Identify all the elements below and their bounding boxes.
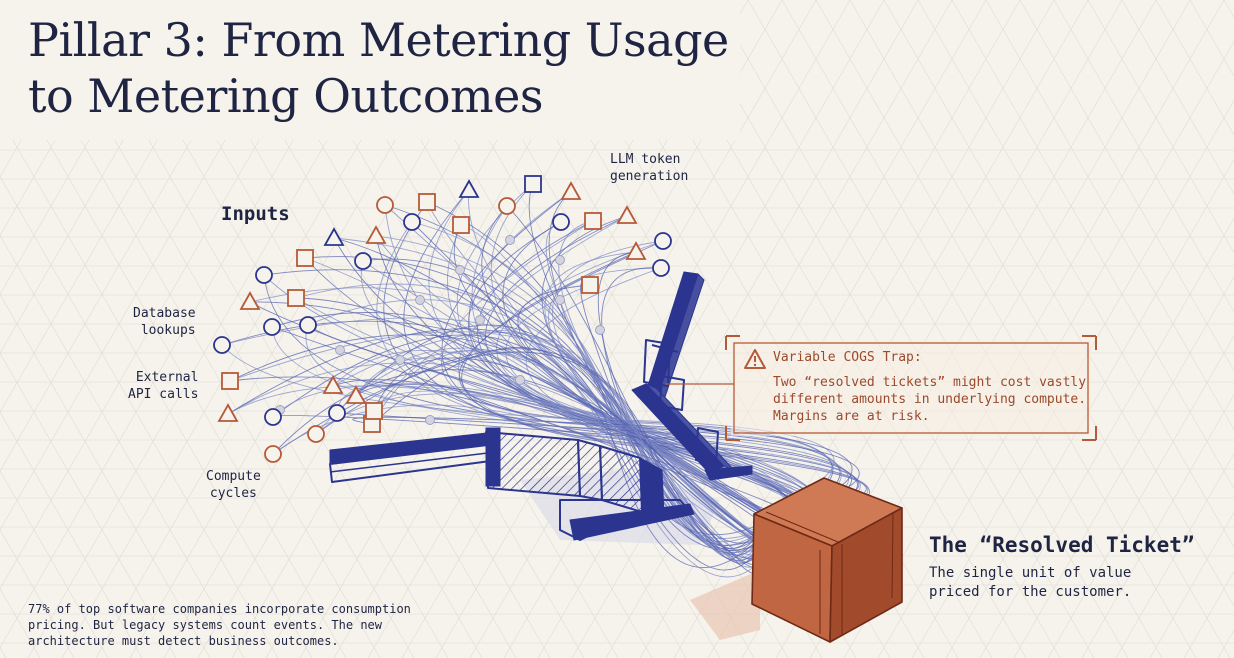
input-node-triangle bbox=[217, 403, 239, 422]
input-node-circle bbox=[255, 266, 273, 284]
input-nodes bbox=[213, 175, 672, 463]
outcome-title: The “Resolved Ticket” bbox=[929, 533, 1195, 557]
outcome-subtitle: The single unit of value priced for the … bbox=[929, 565, 1132, 600]
flow-line bbox=[272, 334, 776, 571]
flow-line bbox=[249, 287, 781, 578]
input-node-square bbox=[452, 216, 470, 234]
callout-title: Variable COGS Trap: bbox=[773, 350, 922, 365]
input-node-square bbox=[418, 193, 436, 211]
flow-line bbox=[227, 328, 778, 544]
input-node-circle bbox=[264, 408, 282, 426]
input-node-square bbox=[581, 276, 599, 294]
cube-right bbox=[829, 507, 903, 643]
title-line-2: to Metering Outcomes bbox=[28, 69, 543, 123]
input-node-triangle bbox=[322, 375, 344, 394]
flow-line bbox=[332, 332, 767, 553]
page-title: Pillar 3: From Metering Usage to Meterin… bbox=[28, 12, 729, 124]
input-node-circle bbox=[652, 259, 670, 277]
flow-line bbox=[371, 347, 768, 569]
input-node-circle bbox=[354, 252, 372, 270]
input-node-circle bbox=[552, 213, 570, 231]
flow-line bbox=[458, 240, 834, 528]
input-node-triangle bbox=[616, 205, 638, 224]
input-node-triangle bbox=[625, 241, 647, 260]
input-node-circle bbox=[299, 316, 317, 334]
input-node-triangle bbox=[560, 181, 582, 200]
input-node-square bbox=[221, 372, 239, 390]
cube-shadow bbox=[690, 570, 760, 640]
input-node-triangle bbox=[345, 385, 367, 404]
callout-frame bbox=[665, 335, 1097, 441]
label-external-api-calls: External API calls bbox=[128, 370, 199, 402]
junction-dot bbox=[415, 295, 425, 305]
input-node-triangle bbox=[365, 225, 387, 244]
junction-dot bbox=[335, 345, 345, 355]
flow-line bbox=[221, 317, 771, 561]
junction-dot bbox=[455, 265, 465, 275]
junction-dot bbox=[515, 375, 525, 385]
input-node-circle bbox=[654, 232, 672, 250]
flow-line bbox=[272, 351, 764, 549]
junction-dot bbox=[505, 235, 515, 245]
input-node-circle bbox=[307, 425, 325, 443]
input-node-circle bbox=[403, 213, 421, 231]
input-node-triangle bbox=[239, 291, 261, 310]
flow-lines bbox=[221, 183, 870, 578]
input-node-triangle bbox=[323, 227, 345, 246]
callout-body: Two “resolved tickets” might cost vastly… bbox=[773, 375, 1087, 424]
input-node-circle bbox=[263, 318, 281, 336]
junction-dot bbox=[595, 325, 605, 335]
label-llm-token-generation: LLM token generation bbox=[610, 152, 689, 184]
resolved-ticket-cube bbox=[751, 477, 903, 643]
junction-dot bbox=[425, 415, 435, 425]
warning-triangle-icon bbox=[744, 349, 766, 369]
title-line-1: Pillar 3: From Metering Usage bbox=[28, 13, 729, 67]
variable-cogs-callout: Variable COGS Trap: Two “resolved ticket… bbox=[737, 340, 1089, 434]
input-node-triangle bbox=[458, 179, 480, 198]
junction-dot bbox=[475, 315, 485, 325]
input-node-circle bbox=[498, 197, 516, 215]
junction-dot bbox=[395, 355, 405, 365]
input-node-square bbox=[296, 249, 314, 267]
input-node-circle bbox=[213, 336, 231, 354]
footnote: 77% of top software companies incorporat… bbox=[28, 602, 411, 648]
flow-line bbox=[315, 348, 766, 564]
input-node-square bbox=[365, 402, 383, 420]
input-node-circle bbox=[264, 445, 282, 463]
input-node-square bbox=[287, 289, 305, 307]
input-node-square bbox=[584, 212, 602, 230]
label-database-lookups: Database lookups bbox=[133, 306, 196, 338]
label-compute-cycles: Compute cycles bbox=[206, 469, 261, 501]
junction-dot bbox=[555, 255, 565, 265]
inputs-heading: Inputs bbox=[221, 203, 290, 225]
input-node-circle bbox=[328, 404, 346, 422]
input-node-square bbox=[524, 175, 542, 193]
junction-dot bbox=[555, 295, 565, 305]
funnel-structure bbox=[329, 271, 753, 541]
input-node-circle bbox=[376, 196, 394, 214]
